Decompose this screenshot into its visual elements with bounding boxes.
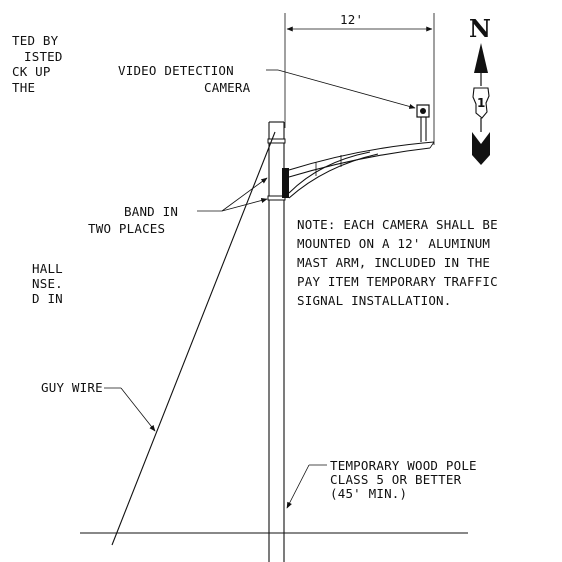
pole-label-line-1: TEMPORARY WOOD POLE (330, 458, 477, 473)
pole-callout: TEMPORARY WOOD POLE CLASS 5 OR BETTER (4… (286, 458, 477, 509)
arm-mount-plate (282, 168, 289, 198)
note-line-2: MOUNTED ON A 12' ALUMINUM (297, 236, 490, 251)
left-note-line-4: THE (12, 80, 35, 95)
installation-note: NOTE: EACH CAMERA SHALL BE MOUNTED ON A … (297, 217, 498, 308)
pole-label-line-2: CLASS 5 OR BETTER (330, 472, 462, 487)
pole-label-line-3: (45' MIN.) (330, 486, 407, 501)
camera-lens-icon (420, 108, 426, 114)
arm-length-dimension: 12' (284, 12, 435, 145)
guy-wire-label: GUY WIRE (41, 380, 103, 395)
camera-leader (277, 69, 416, 109)
left-note2-line-3: D IN (32, 291, 63, 306)
north-arrow-tail-icon (472, 132, 490, 165)
mast-arm-brace-outer (288, 151, 371, 194)
note-line-3: MAST ARM, INCLUDED IN THE (297, 255, 490, 270)
left-note-fragment-2: HALL NSE. D IN (32, 261, 63, 306)
band-leader-lower (221, 198, 268, 212)
north-arrow: N 1 (469, 14, 491, 165)
left-note-line-2: ISTED (24, 49, 63, 64)
note-line-5: SIGNAL INSTALLATION. (297, 293, 452, 308)
dimension-value: 12' (340, 12, 363, 27)
illinois-outline-icon (472, 87, 490, 119)
note-line-1: NOTE: EACH CAMERA SHALL BE (297, 217, 498, 232)
left-note-line-3: CK UP (12, 64, 51, 79)
band-callout: BAND IN TWO PLACES (88, 177, 268, 236)
band-label-line-1: BAND IN (124, 204, 178, 219)
pole-leader (286, 464, 310, 509)
video-detection-camera (416, 104, 430, 142)
left-note2-line-1: HALL (32, 261, 63, 276)
mast-arm (288, 141, 435, 199)
left-note-line-1: TED BY (12, 33, 59, 48)
camera-label-line-1: VIDEO DETECTION (118, 63, 234, 78)
guy-wire-line (111, 131, 276, 546)
left-note-fragment: TED BY ISTED CK UP THE (12, 33, 63, 95)
camera-callout: VIDEO DETECTION CAMERA (118, 63, 416, 109)
north-letter: N (469, 14, 491, 43)
north-arrow-head-icon (474, 43, 488, 73)
guy-wire-leader (120, 387, 156, 432)
upper-band (267, 138, 286, 144)
guy-wire-callout: GUY WIRE (41, 380, 156, 432)
wood-pole (267, 121, 289, 562)
note-line-4: PAY ITEM TEMPORARY TRAFFIC (297, 274, 498, 289)
route-number: 1 (477, 96, 485, 110)
left-note2-line-2: NSE. (32, 276, 63, 291)
mast-arm-brace-inner (288, 153, 379, 199)
band-label-line-2: TWO PLACES (88, 221, 165, 236)
camera-label-line-2: CAMERA (204, 80, 251, 95)
mast-arm-top-edge (288, 141, 435, 171)
band-leader-upper (221, 177, 268, 212)
